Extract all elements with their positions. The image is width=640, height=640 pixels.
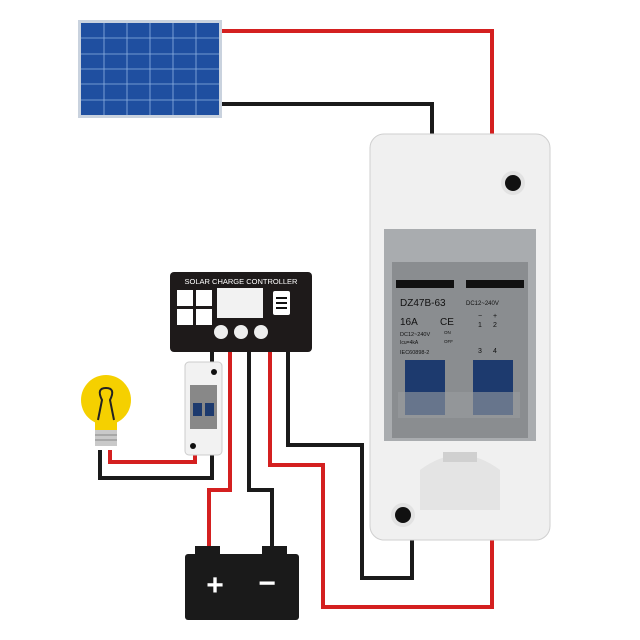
ce-mark: CE: [440, 317, 454, 328]
battery-negative-wire: [247, 352, 274, 546]
panel-negative-wire: [222, 102, 434, 138]
battery-plus: +: [206, 569, 224, 602]
breaker-model: DZ47B-63: [400, 298, 446, 309]
panel-positive-wire: [222, 29, 494, 138]
breaker-voltage: DC12~240V: [400, 332, 430, 338]
on-label: ON: [444, 330, 451, 335]
battery-icon: [185, 546, 299, 620]
load-negative-wire-2: [98, 450, 214, 480]
battery-positive-wire: [207, 352, 232, 546]
breaker-rating: 16A: [400, 317, 418, 328]
breaker-positive-out-wire: [268, 352, 494, 609]
light-bulb-icon: [81, 375, 131, 446]
breaker-standard: IEC60898-2: [400, 350, 429, 356]
terminal-3: 3: [478, 348, 482, 355]
positive-terminal-label: +: [493, 313, 497, 320]
battery-minus: −: [258, 567, 276, 600]
circuit-breaker-icon: [369, 133, 551, 541]
breaker-capacity: Icu=4kA: [400, 340, 419, 346]
breaker-negative-out-wire: [286, 352, 414, 580]
terminal-1: 1: [478, 322, 482, 329]
solar-panel-icon: [78, 20, 222, 118]
controller-title: SOLAR CHARGE CONTROLLER: [185, 277, 299, 286]
breaker-right-voltage: DC12~240V: [466, 301, 499, 307]
terminal-4: 4: [493, 348, 497, 355]
terminal-2: 2: [493, 322, 497, 329]
load-breaker-icon: [184, 361, 223, 456]
off-label: OFF: [444, 339, 453, 344]
negative-terminal-label: −: [478, 313, 482, 320]
load-positive-wire: [108, 450, 197, 464]
charge-controller-icon: [170, 272, 312, 352]
